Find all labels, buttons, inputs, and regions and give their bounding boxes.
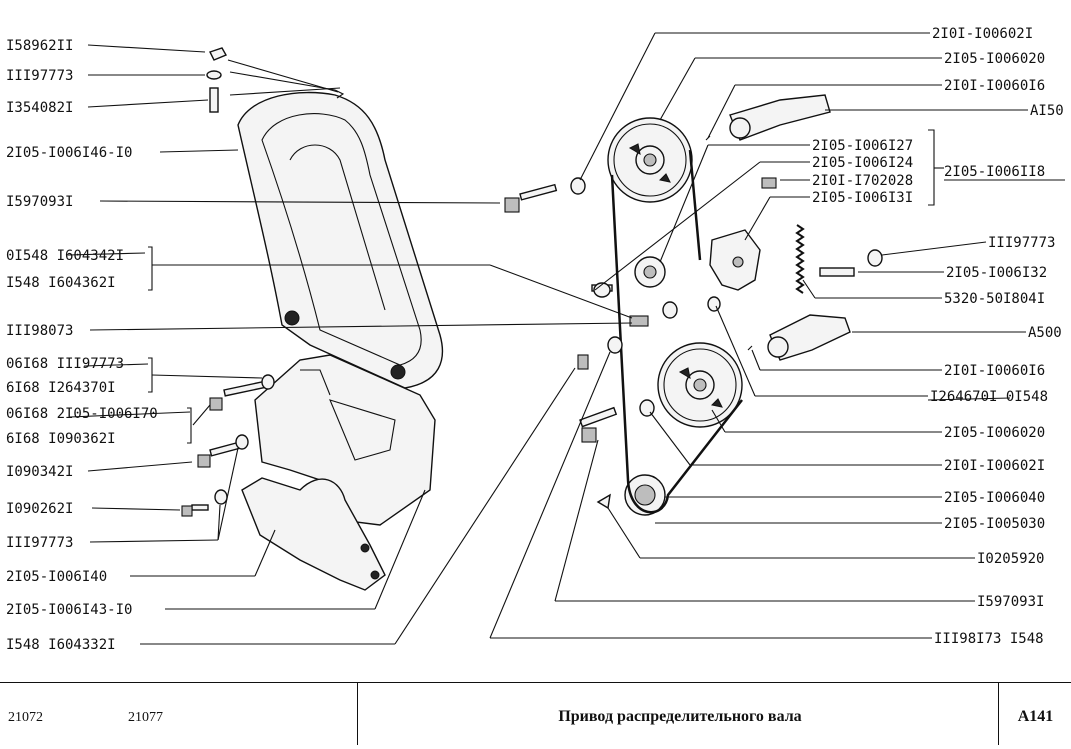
part-label: 06I68 III97773: [6, 356, 124, 372]
auxiliary-shaft: [767, 314, 851, 361]
tensioner-roller: [634, 256, 666, 288]
part-label: 2I05-I006020: [944, 51, 1045, 67]
part-label: 2I05-I006I46-I0: [6, 145, 132, 161]
part-label: 0I548 I604342I: [6, 248, 124, 264]
part-label: I597093I: [6, 194, 73, 210]
tensioner-bracket: [709, 229, 761, 291]
part-label: 2I05-I006020: [944, 425, 1045, 441]
part-label: I548 I604362I: [6, 275, 116, 291]
drawing-title: Привод распределительного вала: [558, 708, 802, 725]
cover-fasteners: [206, 47, 345, 113]
part-label: III97773: [988, 235, 1055, 251]
part-label: 5320-50I804I: [944, 291, 1045, 307]
part-label: 2I05-I006I3I: [812, 190, 913, 206]
parts-diagram: I58962II III97773 I354082I 2I05-I006I46-…: [6, 26, 1065, 653]
intermediate-pulley: [657, 342, 743, 428]
part-label: 2I0I-I702028: [812, 173, 913, 189]
part-label: 2I05-I005030: [944, 516, 1045, 532]
part-label: III98073: [6, 323, 73, 339]
model-code-2: 21077: [128, 710, 163, 725]
upper-belt-cover: [237, 91, 444, 389]
timing-belt: [610, 149, 743, 514]
part-label: 2I05-I006I32: [946, 265, 1047, 281]
title-block: 21072 21077 Привод распределительного ва…: [0, 682, 1071, 749]
part-label: 2I05-I006I43-I0: [6, 602, 132, 618]
part-label: I090262I: [6, 501, 73, 517]
part-label: I58962II: [6, 38, 73, 54]
camshaft: [729, 94, 831, 141]
part-label: I090342I: [6, 464, 73, 480]
part-label: 2I05-I006I27: [812, 138, 913, 154]
left-bolts: [181, 374, 275, 517]
tensioner-spring: [795, 224, 805, 294]
part-label: 2I0I-I0060I6: [944, 363, 1045, 379]
lower-belt-cover: [254, 354, 436, 526]
part-label: 2I0I-I0060I6: [944, 78, 1045, 94]
part-label: III97773: [6, 535, 73, 551]
part-label: I264670I 0I548: [930, 389, 1048, 405]
part-label: 2I05-I006040: [944, 490, 1045, 506]
divider: [357, 683, 358, 745]
model-code-1: 21072: [8, 710, 43, 725]
part-label: 2I05-I006I24: [812, 155, 913, 171]
part-label: 6I68 I264370I: [6, 380, 116, 396]
part-label: I354082I: [6, 100, 73, 116]
part-label: I0205920: [977, 551, 1044, 567]
part-label: 2I05-I006II8: [944, 164, 1045, 180]
leader-lines: [87, 32, 1028, 645]
labels-right: 2I0I-I00602I 2I05-I006020 2I0I-I0060I6 A…: [812, 26, 1064, 647]
part-label: 2I0I-I00602I: [944, 458, 1045, 474]
rear-plate: [241, 477, 386, 591]
part-label: 2I0I-I00602I: [932, 26, 1033, 42]
part-label: I548 I604332I: [6, 637, 116, 653]
part-label: III97773: [6, 68, 73, 84]
part-label: 06I68 2I05-I006I70: [6, 406, 158, 422]
part-label: III98I73 I548: [934, 631, 1044, 647]
part-label: 2I05-I006I40: [6, 569, 107, 585]
part-label: A500: [1028, 325, 1062, 341]
part-label: I597093I: [977, 594, 1044, 610]
drawing-code: A141: [1017, 708, 1054, 725]
part-label: 6I68 I090362I: [6, 431, 116, 447]
group-brackets: [67, 129, 1065, 444]
camshaft-pulley: [607, 117, 693, 203]
labels-left: I58962II III97773 I354082I 2I05-I006I46-…: [6, 38, 158, 653]
divider: [998, 683, 999, 745]
part-label: AI50: [1030, 103, 1064, 119]
